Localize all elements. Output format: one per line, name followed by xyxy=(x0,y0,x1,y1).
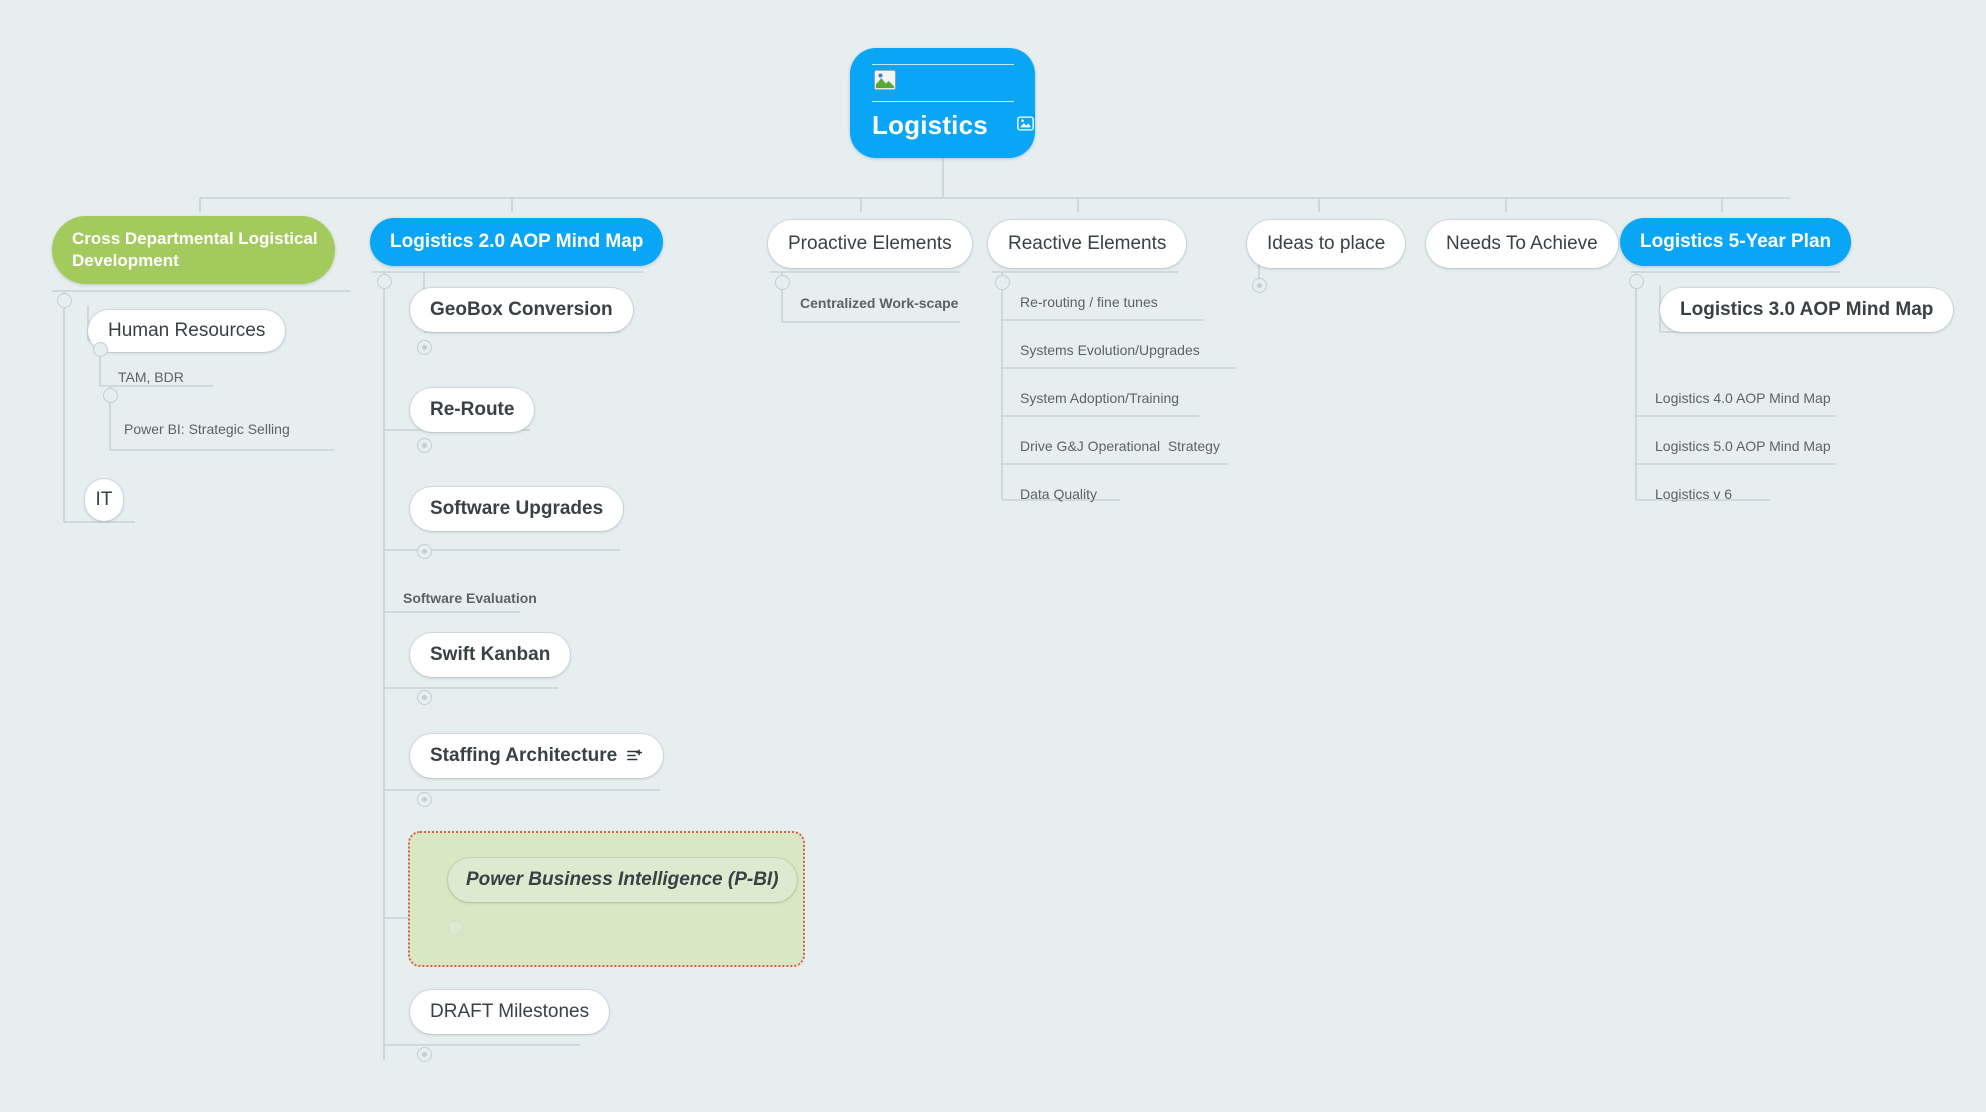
toggle-reactive-elements[interactable] xyxy=(995,275,1010,290)
toggle-cross-departmental[interactable] xyxy=(57,293,72,308)
node-logistics-5yp-child-2[interactable]: Logistics 5.0 AOP Mind Map xyxy=(1655,431,1831,461)
node-logistics-5yp-child-1[interactable]: Logistics 4.0 AOP Mind Map xyxy=(1655,383,1831,413)
root-label: Logistics xyxy=(872,110,988,140)
branch-ideas-to-place[interactable]: Ideas to place xyxy=(1247,220,1406,268)
toggle-software-upgrades[interactable] xyxy=(417,544,432,559)
branch-cross-departmental-line2: Development xyxy=(72,251,179,270)
broken-image-icon xyxy=(874,70,896,90)
node-reactive-child-1[interactable]: Systems Evolution/Upgrades xyxy=(1020,335,1200,365)
node-software-upgrades-label: Software Upgrades xyxy=(430,498,604,519)
node-draft-milestones[interactable]: DRAFT Milestones xyxy=(410,990,610,1034)
branch-cross-departmental[interactable]: Cross Departmental Logistical Developmen… xyxy=(52,216,335,284)
branch-reactive-elements-label: Reactive Elements xyxy=(1008,233,1167,254)
toggle-ideas-to-place[interactable] xyxy=(1252,278,1267,293)
note-add-icon[interactable] xyxy=(627,749,643,763)
node-tam-bdr[interactable]: TAM, BDR xyxy=(118,362,184,392)
branch-proactive-elements[interactable]: Proactive Elements xyxy=(768,220,972,268)
node-logistics-5yp-child-1-label: Logistics 4.0 AOP Mind Map xyxy=(1655,390,1831,406)
branch-logistics-20-label: Logistics 2.0 AOP Mind Map xyxy=(390,231,644,252)
node-geobox-conversion[interactable]: GeoBox Conversion xyxy=(410,288,633,332)
node-reactive-child-3[interactable]: Drive G&J Operational Strategy xyxy=(1020,431,1220,461)
toggle-staffing-architecture[interactable] xyxy=(417,792,432,807)
branch-reactive-elements[interactable]: Reactive Elements xyxy=(988,220,1187,268)
image-icon[interactable] xyxy=(1017,116,1034,131)
toggle-logistics-5-year-plan[interactable] xyxy=(1629,274,1644,289)
branch-needs-to-achieve-label: Needs To Achieve xyxy=(1446,233,1598,254)
toggle-draft-milestones[interactable] xyxy=(417,1047,432,1062)
node-logistics-5yp-child-0[interactable]: Logistics 3.0 AOP Mind Map xyxy=(1660,288,1954,332)
toggle-human-resources[interactable] xyxy=(93,342,108,357)
toggle-swift-kanban[interactable] xyxy=(417,690,432,705)
branch-logistics-20[interactable]: Logistics 2.0 AOP Mind Map xyxy=(370,218,664,266)
node-power-bi-strategic-selling-label: Power BI: Strategic Selling xyxy=(124,421,290,437)
node-staffing-architecture[interactable]: Staffing Architecture xyxy=(410,734,664,778)
node-swift-kanban-label: Swift Kanban xyxy=(430,644,551,665)
node-reactive-child-3-label: Drive G&J Operational Strategy xyxy=(1020,438,1220,454)
node-human-resources-label: Human Resources xyxy=(108,320,266,341)
node-software-upgrades[interactable]: Software Upgrades xyxy=(410,487,624,531)
toggle-proactive-elements[interactable] xyxy=(775,275,790,290)
toggle-re-route[interactable] xyxy=(417,438,432,453)
node-reactive-child-4-label: Data Quality xyxy=(1020,486,1098,502)
node-centralized-workscape-label: Centralized Work-scape xyxy=(800,295,959,311)
root-image-frame xyxy=(872,64,1014,102)
node-reactive-child-0[interactable]: Re-routing / fine tunes xyxy=(1020,287,1158,317)
toggle-tam-bdr[interactable] xyxy=(103,388,118,403)
toggle-geobox-conversion[interactable] xyxy=(417,340,432,355)
node-re-route[interactable]: Re-Route xyxy=(410,388,535,432)
node-human-resources[interactable]: Human Resources xyxy=(88,310,286,352)
node-reactive-child-1-label: Systems Evolution/Upgrades xyxy=(1020,342,1200,358)
node-it[interactable]: IT xyxy=(85,479,123,521)
node-it-label: IT xyxy=(95,489,113,510)
node-software-evaluation-label: Software Evaluation xyxy=(403,590,537,606)
node-reactive-child-0-label: Re-routing / fine tunes xyxy=(1020,294,1158,310)
branch-proactive-elements-label: Proactive Elements xyxy=(788,233,952,254)
branch-logistics-5-year-plan-label: Logistics 5-Year Plan xyxy=(1640,231,1832,252)
node-power-business-intelligence-label: Power Business Intelligence (P-BI) xyxy=(466,869,779,890)
node-swift-kanban[interactable]: Swift Kanban xyxy=(410,633,571,677)
node-reactive-child-2[interactable]: System Adoption/Training xyxy=(1020,383,1179,413)
node-power-bi-strategic-selling[interactable]: Power BI: Strategic Selling xyxy=(124,414,290,444)
branch-ideas-to-place-label: Ideas to place xyxy=(1267,233,1386,254)
node-reactive-child-2-label: System Adoption/Training xyxy=(1020,390,1180,406)
branch-logistics-5-year-plan[interactable]: Logistics 5-Year Plan xyxy=(1620,218,1852,266)
node-tam-bdr-label: TAM, BDR xyxy=(118,369,184,385)
node-logistics-5yp-child-3-label: Logistics v 6 xyxy=(1655,486,1733,502)
node-centralized-workscape[interactable]: Centralized Work-scape xyxy=(800,288,958,318)
node-power-business-intelligence[interactable]: Power Business Intelligence (P-BI) xyxy=(448,858,797,902)
node-software-evaluation[interactable]: Software Evaluation xyxy=(403,583,537,613)
toggle-power-business-intelligence[interactable] xyxy=(448,920,463,935)
node-draft-milestones-label: DRAFT Milestones xyxy=(430,1001,590,1022)
node-logistics-5yp-child-3[interactable]: Logistics v 6 xyxy=(1655,479,1732,509)
node-re-route-label: Re-Route xyxy=(430,399,515,420)
root-node-logistics[interactable]: Logistics xyxy=(850,48,1035,158)
node-geobox-conversion-label: GeoBox Conversion xyxy=(430,299,613,320)
branch-needs-to-achieve[interactable]: Needs To Achieve xyxy=(1426,220,1618,268)
node-logistics-5yp-child-2-label: Logistics 5.0 AOP Mind Map xyxy=(1655,438,1831,454)
node-staffing-architecture-label: Staffing Architecture xyxy=(430,745,618,766)
node-logistics-5yp-child-0-label: Logistics 3.0 AOP Mind Map xyxy=(1680,299,1934,320)
node-reactive-child-4[interactable]: Data Quality xyxy=(1020,479,1097,509)
branch-cross-departmental-line1: Cross Departmental Logistical xyxy=(72,229,318,248)
toggle-logistics-20[interactable] xyxy=(377,274,392,289)
